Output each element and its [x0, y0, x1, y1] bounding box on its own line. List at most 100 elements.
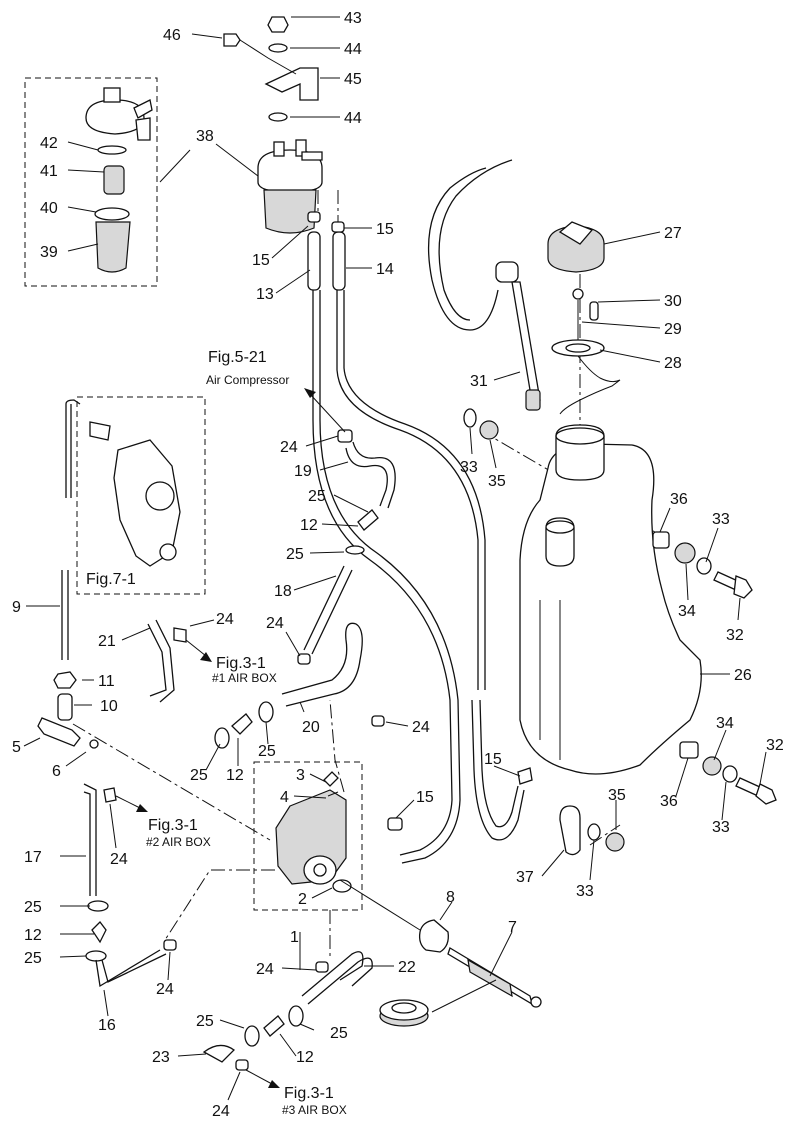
ref-fig3-1-box1-title: Fig.3-1	[216, 655, 266, 672]
callout-41: 41	[40, 163, 58, 180]
callout-6: 6	[52, 763, 61, 780]
callout-8: 8	[446, 889, 455, 906]
callout-34: 34	[716, 715, 734, 732]
callout-14: 14	[376, 261, 394, 278]
callout-29: 29	[664, 321, 682, 338]
ref-fig5-21-title: Fig.5-21	[208, 349, 267, 366]
fuel-filter	[257, 139, 345, 234]
callout-31: 31	[470, 373, 488, 390]
callout-40: 40	[40, 200, 58, 217]
callout-4: 4	[280, 789, 289, 806]
callout-3: 3	[296, 767, 305, 784]
callout-34: 34	[678, 603, 696, 620]
callout-15: 15	[484, 751, 502, 768]
ref-fig7-1-title: Fig.7-1	[86, 571, 136, 588]
callout-24: 24	[412, 719, 430, 736]
callout-25: 25	[308, 488, 326, 505]
callout-26: 26	[734, 667, 752, 684]
callout-44: 44	[344, 110, 362, 127]
oil-pump	[275, 771, 403, 893]
filter-detail-box	[24, 77, 158, 287]
oil-pump-box	[253, 761, 363, 911]
callout-25: 25	[24, 899, 42, 916]
callout-25: 25	[190, 767, 208, 784]
callout-42: 42	[40, 135, 58, 152]
callout-24: 24	[266, 615, 284, 632]
rod-9	[37, 399, 99, 749]
callout-32: 32	[766, 737, 784, 754]
callout-15: 15	[416, 789, 434, 806]
callout-2: 2	[298, 891, 307, 908]
callout-12: 12	[296, 1049, 314, 1066]
callout-28: 28	[664, 355, 682, 372]
ref-fig3-1-box2-title: Fig.3-1	[148, 817, 198, 834]
callout-25: 25	[196, 1013, 214, 1030]
bracket-fig7	[89, 421, 181, 567]
callout-12: 12	[226, 767, 244, 784]
callout-12: 12	[24, 927, 42, 944]
tank-mount-hardware	[463, 408, 777, 856]
callout-36: 36	[670, 491, 688, 508]
hose-19-18	[303, 429, 396, 655]
hose-21	[147, 619, 187, 703]
callout-33: 33	[712, 511, 730, 528]
callout-11: 11	[98, 673, 115, 690]
figure-references: Fig.5-21 Air Compressor Fig.7-1 Fig.3-1 …	[86, 349, 347, 1117]
callout-7: 7	[508, 919, 517, 936]
level-sensor	[427, 159, 541, 411]
hose-17-16	[83, 783, 177, 988]
callout-15: 15	[376, 221, 394, 238]
callout-1: 1	[290, 929, 299, 946]
callout-24: 24	[110, 851, 128, 868]
callout-30: 30	[664, 293, 682, 310]
callout-33: 33	[460, 459, 478, 476]
callout-24: 24	[256, 961, 274, 978]
callout-44: 44	[344, 41, 362, 58]
callout-13: 13	[256, 286, 274, 303]
callout-35: 35	[608, 787, 626, 804]
callout-21: 21	[98, 633, 116, 650]
hose-20	[281, 622, 385, 727]
filter-exploded-parts	[85, 87, 153, 273]
callout-39: 39	[40, 244, 58, 261]
callout-23: 23	[152, 1049, 170, 1066]
callout-35: 35	[488, 473, 506, 490]
callout-24: 24	[280, 439, 298, 456]
callout-24: 24	[156, 981, 174, 998]
callout-5: 5	[12, 739, 21, 756]
bracket-detail-box	[76, 396, 206, 595]
callout-43: 43	[344, 10, 362, 27]
callout-22: 22	[398, 959, 416, 976]
callout-20: 20	[302, 719, 320, 736]
callout-24: 24	[212, 1103, 230, 1120]
fuel-hoses-13-14	[307, 231, 486, 864]
tank-cap	[547, 221, 621, 415]
callout-10: 10	[100, 698, 118, 715]
callout-9: 9	[12, 599, 21, 616]
callout-33: 33	[576, 883, 594, 900]
callout-17: 17	[24, 849, 42, 866]
callout-37: 37	[516, 869, 534, 886]
callout-25: 25	[286, 546, 304, 563]
callout-numbers: 43 44 45 44 46 38 42 41 40 39 15 15 14 1…	[12, 10, 784, 1120]
callout-15: 15	[252, 252, 270, 269]
callout-25: 25	[24, 950, 42, 967]
callout-36: 36	[660, 793, 678, 810]
ref-fig3-1-box2-subtitle: #2 AIR BOX	[146, 835, 211, 849]
tank-drain-hose	[471, 699, 533, 841]
callout-25: 25	[330, 1025, 348, 1042]
callout-12: 12	[300, 517, 318, 534]
callout-32: 32	[726, 627, 744, 644]
hose-22	[301, 951, 373, 1005]
oil-tank	[519, 424, 702, 775]
callout-18: 18	[274, 583, 292, 600]
callout-38: 38	[196, 128, 214, 145]
callout-33: 33	[712, 819, 730, 836]
bracket-45	[223, 16, 319, 122]
drive-shaft	[339, 879, 542, 1027]
callout-16: 16	[98, 1017, 116, 1034]
ref-fig3-1-box1-subtitle: #1 AIR BOX	[212, 671, 277, 685]
callout-25: 25	[258, 743, 276, 760]
